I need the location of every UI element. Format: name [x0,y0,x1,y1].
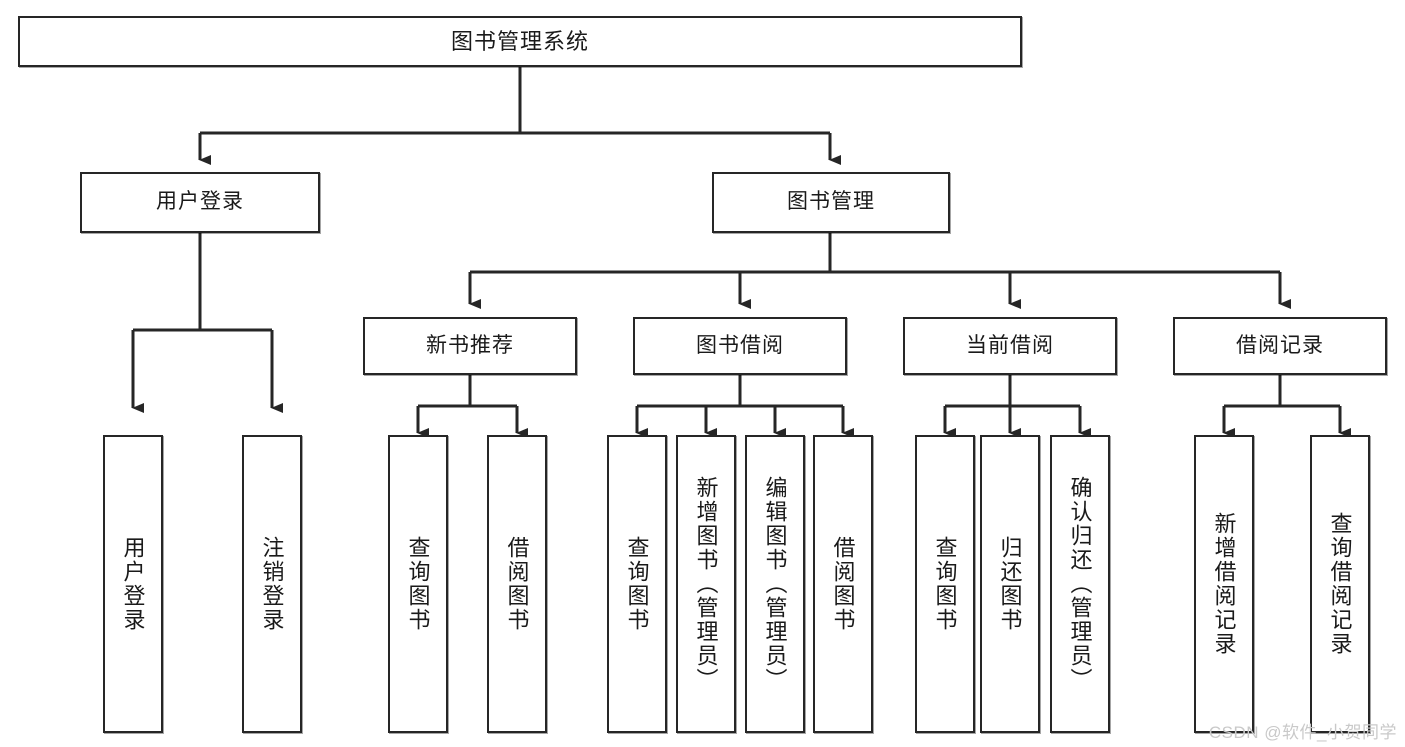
leaf-borrow-edit-book[interactable]: 编辑图书（管理员） [745,435,805,733]
leaf-recommend-query-book[interactable]: 查询图书 [388,435,448,733]
node-label: 查询图书 [624,536,650,632]
node-book-management[interactable]: 图书管理 [712,172,950,233]
node-user-login[interactable]: 用户登录 [80,172,320,233]
leaf-current-confirm-return[interactable]: 确认归还（管理员） [1050,435,1110,733]
node-current-borrow[interactable]: 当前借阅 [903,317,1117,375]
node-label: 当前借阅 [966,333,1054,357]
leaf-record-query-record[interactable]: 查询借阅记录 [1310,435,1370,733]
leaf-current-query-book[interactable]: 查询图书 [915,435,975,733]
node-label: 新书推荐 [426,333,514,357]
node-label: 编辑图书（管理员） [762,476,788,692]
leaf-recommend-borrow-book[interactable]: 借阅图书 [487,435,547,733]
node-root-system[interactable]: 图书管理系统 [18,16,1022,67]
leaf-borrow-borrow-book[interactable]: 借阅图书 [813,435,873,733]
leaf-record-add-record[interactable]: 新增借阅记录 [1194,435,1254,733]
node-label: 图书管理 [787,190,875,214]
node-label: 借阅记录 [1236,333,1324,357]
node-label: 借阅图书 [504,536,530,632]
leaf-user-login-signout[interactable]: 注销登录 [242,435,302,733]
node-label: 用户登录 [120,536,146,632]
node-label: 确认归还（管理员） [1067,476,1093,692]
node-label: 新增借阅记录 [1211,512,1237,656]
leaf-user-login-signin[interactable]: 用户登录 [103,435,163,733]
node-label: 查询图书 [405,536,431,632]
node-label: 借阅图书 [830,536,856,632]
leaf-borrow-add-book[interactable]: 新增图书（管理员） [676,435,736,733]
node-label: 图书管理系统 [450,28,589,54]
node-label: 用户登录 [156,190,244,214]
node-borrow-record[interactable]: 借阅记录 [1173,317,1387,375]
node-label: 注销登录 [259,536,285,632]
leaf-current-return-book[interactable]: 归还图书 [980,435,1040,733]
csdn-watermark: CSDN @软件_小贺同学 [1208,723,1397,742]
leaf-borrow-query-book[interactable]: 查询图书 [607,435,667,733]
node-label: 新增图书（管理员） [693,476,719,692]
node-label: 查询图书 [932,536,958,632]
node-label: 归还图书 [997,536,1023,632]
node-label: 图书借阅 [696,333,784,357]
node-book-borrow[interactable]: 图书借阅 [633,317,847,375]
node-label: 查询借阅记录 [1327,512,1353,656]
node-new-book-recommend[interactable]: 新书推荐 [363,317,577,375]
